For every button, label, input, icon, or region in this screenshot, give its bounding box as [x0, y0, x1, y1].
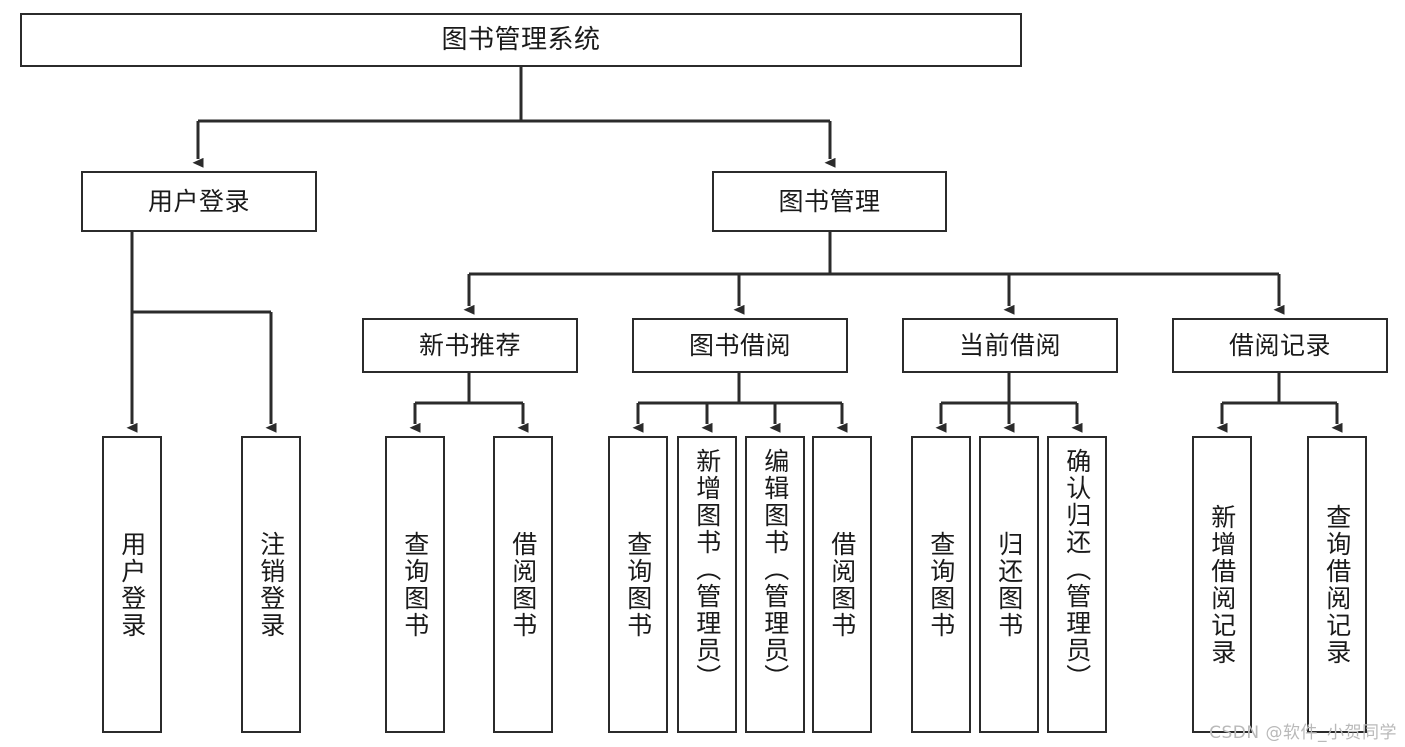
leaf-query-borrow-record[interactable]: 查询借阅记录: [1307, 436, 1367, 733]
node-label: 确认归还（管理员）: [1062, 448, 1092, 691]
leaf-query-book-current[interactable]: 查询图书: [911, 436, 971, 733]
node-label: 查询图书: [623, 530, 653, 639]
node-label: 用户登录: [117, 530, 147, 639]
leaf-return-book[interactable]: 归还图书: [979, 436, 1039, 733]
node-label: 查询图书: [926, 530, 956, 639]
node-label: 借阅图书: [827, 530, 857, 639]
leaf-borrow-book-newbook[interactable]: 借阅图书: [493, 436, 553, 733]
leaf-query-book-newbook[interactable]: 查询图书: [385, 436, 445, 733]
leaf-add-borrow-record[interactable]: 新增借阅记录: [1192, 436, 1252, 733]
leaf-confirm-return-admin[interactable]: 确认归还（管理员）: [1047, 436, 1107, 733]
node-borrow-record[interactable]: 借阅记录: [1172, 318, 1388, 373]
node-label: 归还图书: [994, 530, 1024, 639]
node-label: 新增图书（管理员）: [692, 448, 722, 691]
node-new-book-recommend[interactable]: 新书推荐: [362, 318, 578, 373]
leaf-logout[interactable]: 注销登录: [241, 436, 301, 733]
node-label: 图书管理系统: [441, 25, 601, 55]
node-label: 用户登录: [147, 187, 250, 216]
node-user-login[interactable]: 用户登录: [81, 171, 317, 232]
node-label: 注销登录: [256, 530, 286, 639]
node-label: 查询图书: [400, 530, 430, 639]
leaf-edit-book-admin[interactable]: 编辑图书（管理员）: [745, 436, 805, 733]
node-label: 图书借阅: [688, 331, 791, 360]
node-book-management[interactable]: 图书管理: [712, 171, 947, 232]
leaf-borrow-book[interactable]: 借阅图书: [812, 436, 872, 733]
watermark-text: CSDN @软件_小贺同学: [1209, 723, 1397, 743]
node-label: 图书管理: [778, 187, 881, 216]
leaf-query-book-borrow[interactable]: 查询图书: [608, 436, 668, 733]
node-label: 新增借阅记录: [1207, 503, 1237, 666]
leaf-add-book-admin[interactable]: 新增图书（管理员）: [677, 436, 737, 733]
node-label: 编辑图书（管理员）: [760, 448, 790, 691]
node-root-book-management-system[interactable]: 图书管理系统: [20, 13, 1022, 67]
node-label: 查询借阅记录: [1322, 503, 1352, 666]
node-label: 新书推荐: [418, 331, 521, 360]
node-label: 借阅记录: [1228, 331, 1331, 360]
leaf-user-login[interactable]: 用户登录: [102, 436, 162, 733]
node-label: 借阅图书: [508, 530, 538, 639]
node-book-borrow[interactable]: 图书借阅: [632, 318, 848, 373]
node-current-borrow[interactable]: 当前借阅: [902, 318, 1118, 373]
node-label: 当前借阅: [958, 331, 1061, 360]
